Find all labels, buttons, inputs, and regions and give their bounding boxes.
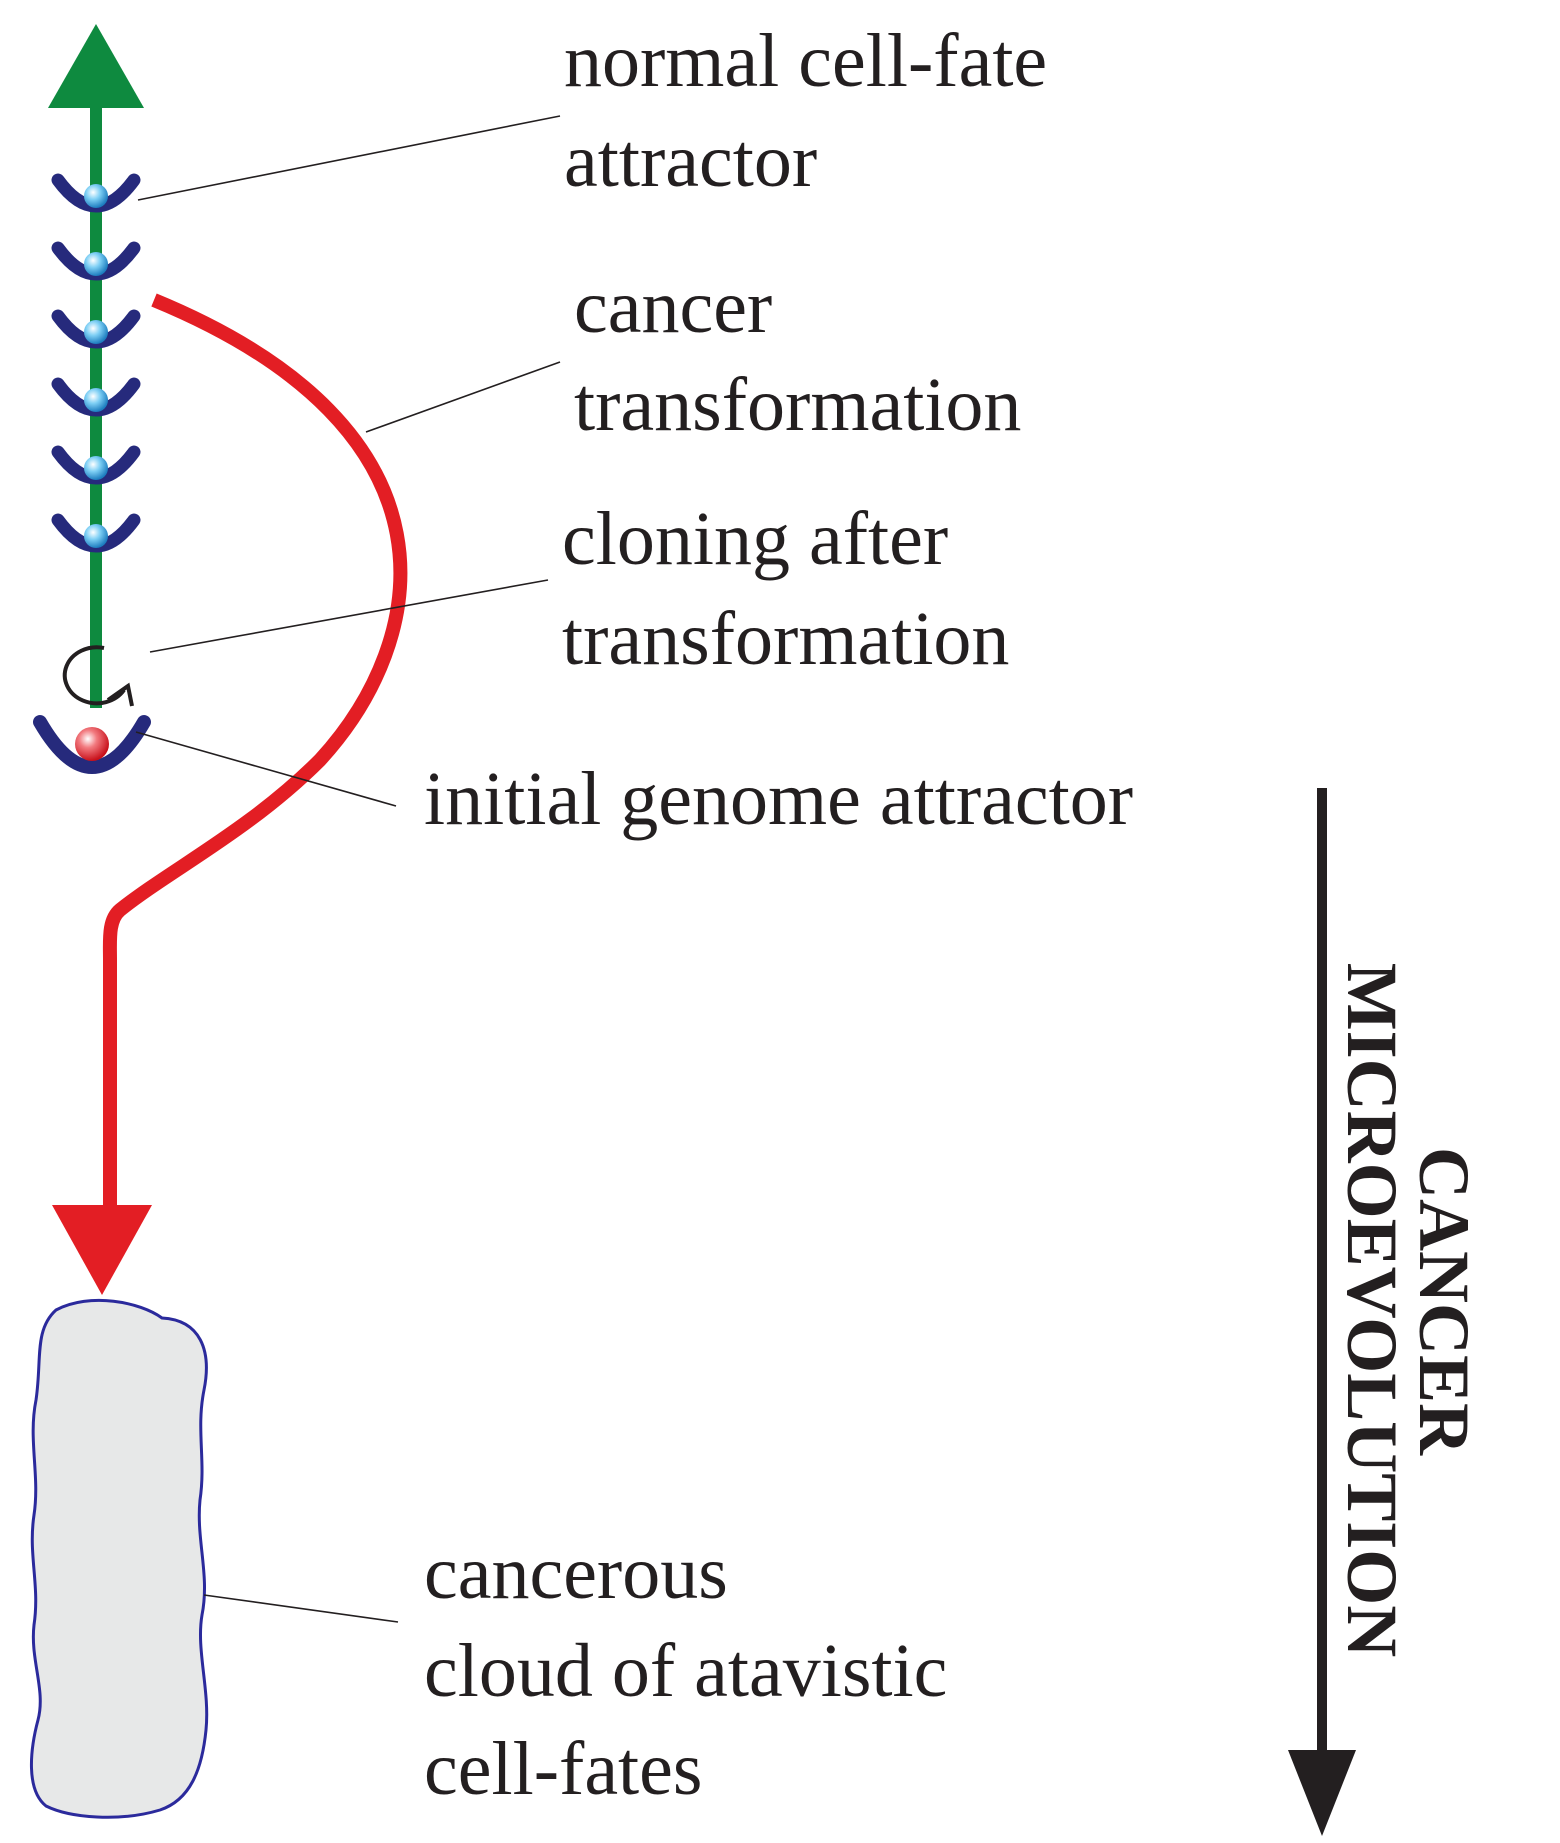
- red-arrowhead: [52, 1205, 152, 1295]
- cancer-transformation-path: [52, 293, 408, 1295]
- initial-genome-well: [33, 715, 151, 774]
- attractor-well: [51, 445, 141, 485]
- black-arrowhead: [1288, 1750, 1356, 1836]
- microevolution-label: CANCER MICROEVOLUTION: [1332, 963, 1484, 1658]
- cloning-label: cloning after transformation: [562, 497, 1009, 681]
- leader-normal-attractor: [137, 115, 561, 201]
- attractor-well: [51, 513, 141, 553]
- attractor-well: [51, 377, 141, 417]
- blue-state-ball: [84, 524, 108, 548]
- normal-attractor-wells: [51, 173, 141, 553]
- normal-attractor-label: normal cell-fate attractor: [564, 19, 1066, 203]
- blue-state-ball: [84, 456, 108, 480]
- cloning-loop-icon: [62, 645, 134, 707]
- leader-cancer-transformation: [365, 361, 561, 433]
- attractor-well: [51, 309, 141, 349]
- green-arrowhead: [48, 24, 144, 108]
- red-state-ball: [75, 727, 109, 761]
- leader-cloning: [149, 579, 549, 653]
- blue-state-ball: [84, 184, 108, 208]
- cancer-transformation-label: cancer transformation: [574, 265, 1021, 447]
- leader-cancerous-cloud: [203, 1594, 399, 1623]
- blue-state-ball: [84, 252, 108, 276]
- blue-state-ball: [84, 388, 108, 412]
- leader-initial-attractor: [135, 731, 397, 807]
- attractor-well: [51, 241, 141, 281]
- cancerous-cloud-label: cancerous cloud of atavistic cell-fates: [424, 1531, 966, 1811]
- cancerous-cloud-shape: [30, 1298, 209, 1819]
- initial-attractor-label: initial genome attractor: [424, 757, 1133, 841]
- blue-state-ball: [84, 320, 108, 344]
- microevolution-arrow: [1288, 788, 1356, 1836]
- normal-differentiation-arrow: [48, 24, 144, 708]
- attractor-well: [51, 173, 141, 213]
